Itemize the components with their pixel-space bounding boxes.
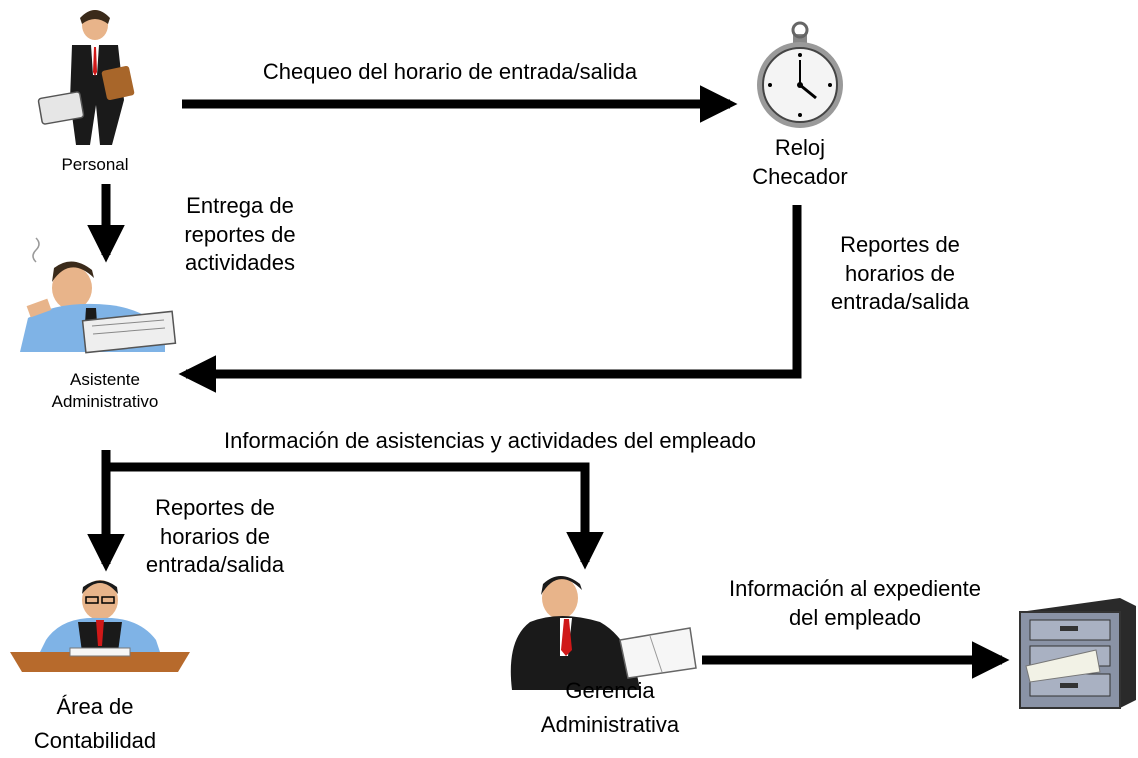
edge-label-contabilidad-line2: horarios de bbox=[159, 523, 271, 549]
stopwatch-icon bbox=[757, 21, 843, 128]
edge-label-personal-asistente: Entrega de reportes de actividades bbox=[150, 192, 330, 278]
edge-label-reloj-asistente-line3: entrada/salida bbox=[830, 289, 970, 315]
edge-label-gerencia-archivo-line2: del empleado bbox=[788, 604, 922, 630]
edge-label-personal-asistente-line1: Entrega de bbox=[186, 193, 294, 218]
edge-label-gerencia-archivo: Información al expediente del empleado bbox=[690, 575, 1020, 632]
clerk-reading-icon bbox=[20, 237, 177, 354]
manager-reading-icon bbox=[510, 576, 697, 690]
gerencia-label: Gerencia Administrativa bbox=[515, 674, 705, 742]
asistente-label: Asistente Administrativo bbox=[15, 369, 195, 413]
asistente-label-line1: Asistente bbox=[70, 370, 140, 389]
edge-label-gerencia-archivo-line1: Información al expediente bbox=[729, 576, 981, 601]
edge-label-personal-reloj: Chequeo del horario de entrada/salida bbox=[262, 59, 638, 84]
edge-label-contabilidad-line3: entrada/salida bbox=[145, 552, 285, 578]
contabilidad-label-line1: Área de bbox=[56, 694, 134, 719]
edge-label-asistente-split: Información de asistencias y actividades… bbox=[224, 428, 756, 453]
edge-label-personal-asistente-line2: reportes de bbox=[184, 221, 296, 247]
edge-label-personal-asistente-line3: actividades bbox=[184, 250, 296, 276]
personal-label: Personal bbox=[61, 155, 129, 174]
accountant-desk-icon bbox=[10, 580, 190, 672]
businessman-briefcase-icon bbox=[37, 10, 135, 145]
filing-cabinet-icon bbox=[1019, 598, 1136, 709]
arrow-reloj-to-asistente bbox=[178, 205, 802, 393]
contabilidad-label: Área de Contabilidad bbox=[10, 690, 180, 758]
reloj-label-line2: Checador bbox=[752, 163, 848, 189]
edge-label-contabilidad: Reportes de horarios de entrada/salida bbox=[120, 494, 310, 580]
gerencia-label-line1: Gerencia bbox=[565, 678, 655, 703]
edge-label-reloj-asistente-line1: Reportes de bbox=[840, 232, 960, 257]
gerencia-label-line2: Administrativa bbox=[540, 712, 680, 738]
reloj-label-line1: Reloj bbox=[774, 135, 826, 160]
edge-label-reloj-asistente: Reportes de horarios de entrada/salida bbox=[800, 231, 1000, 317]
asistente-label-line2: Administrativo bbox=[51, 392, 159, 412]
edge-label-reloj-asistente-line2: horarios de bbox=[844, 260, 956, 286]
reloj-label: Reloj Checador bbox=[735, 134, 865, 191]
edge-label-contabilidad-line1: Reportes de bbox=[155, 495, 275, 520]
arrow-to-gerencia bbox=[106, 462, 604, 570]
contabilidad-label-line2: Contabilidad bbox=[33, 728, 157, 754]
